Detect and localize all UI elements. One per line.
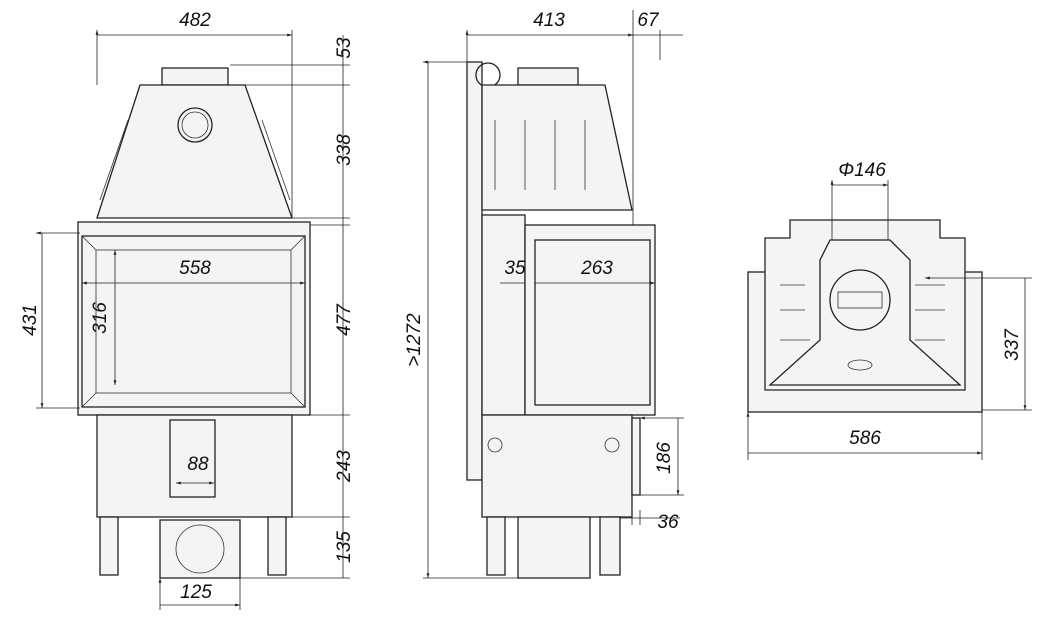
dim-total-height: >1272: [404, 313, 425, 367]
dim-leg-height: 135: [334, 531, 355, 563]
hood: [96, 84, 293, 219]
dim-glass-height: 316: [90, 302, 111, 334]
air-duct: [159, 519, 241, 579]
dim-front-width: 482: [179, 10, 211, 31]
dim-top-width: 586: [849, 428, 881, 449]
flue-collar-side: [517, 67, 579, 86]
flue-top: [829, 269, 891, 331]
top-body: [764, 219, 966, 391]
back-panel: [466, 61, 483, 481]
dim-lower-height: 243: [334, 450, 355, 483]
lower-chamber: [96, 414, 293, 518]
dim-glass-width: 558: [179, 258, 211, 279]
dim-glass-depth: 263: [580, 258, 613, 279]
dim-collar-height: 53: [334, 37, 355, 59]
glass-door: [81, 235, 306, 408]
dim-flue-diameter: Φ146: [838, 160, 886, 181]
flue-collar: [161, 67, 229, 86]
dim-box-offset: 36: [657, 512, 679, 533]
dim-duct-width: 125: [180, 582, 212, 603]
leg-left: [99, 516, 119, 576]
door-side: [524, 224, 656, 416]
dim-box-height: 186: [654, 442, 675, 474]
flue-opening: [177, 107, 213, 143]
lower-box-side: [481, 414, 633, 518]
dim-body-height: 477: [334, 303, 355, 336]
air-outlet: [169, 419, 216, 498]
dim-outlet-width: 88: [187, 454, 209, 475]
dim-hood-height: 338: [334, 134, 355, 166]
dim-frame-offset: 35: [504, 258, 526, 279]
side-view: 413 67 >1272 35 263 186 36: [404, 10, 684, 578]
dim-side-depth: 413: [533, 10, 565, 31]
dim-top-depth: 337: [1002, 328, 1023, 361]
hood-side: [481, 84, 633, 211]
dim-door-height: 431: [20, 304, 41, 336]
firebox-body: [77, 221, 311, 416]
top-view: Φ146 586 337: [748, 160, 1032, 460]
dim-collar-offset: 67: [637, 10, 660, 31]
leg-right: [267, 516, 287, 576]
front-view: 482 53 338 477 243 135 431 558 316 88 12…: [20, 10, 355, 610]
